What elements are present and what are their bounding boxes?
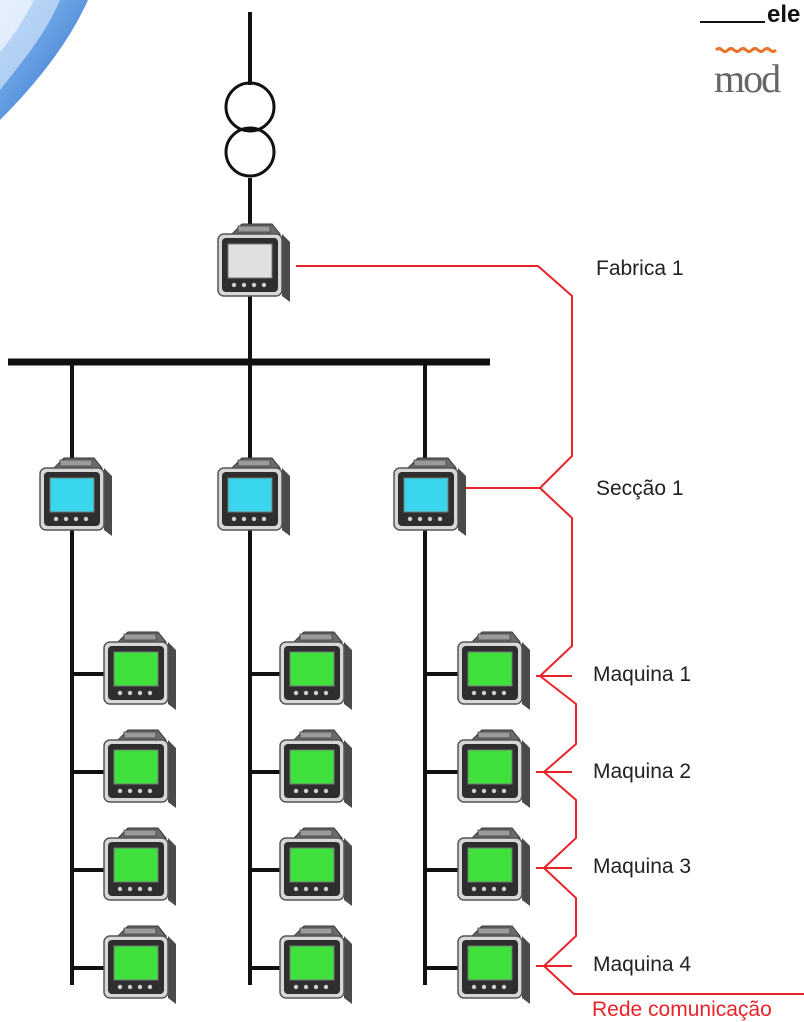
label-rede-comunicacao: Rede comunicação	[592, 998, 772, 1021]
company-logo: ele mod	[700, 1, 800, 101]
logo-swoosh-icon	[0, 0, 88, 120]
label-maquina-2: Maquina 2	[593, 760, 691, 783]
machine-meter-icon-3-4	[457, 925, 530, 1004]
machine-meter-icon-3-1	[457, 631, 530, 710]
main-meter-icon	[217, 223, 290, 302]
meters-group	[39, 223, 530, 1004]
label-maquina-1: Maquina 1	[593, 663, 691, 686]
machine-meter-icon-2-3	[279, 827, 352, 906]
branch-lines	[72, 672, 460, 970]
machine-meter-icon-1-1	[103, 631, 176, 710]
power-lines	[8, 12, 490, 985]
network-labels: Fabrica 1 Secção 1 Maquina 1 Maquina 2 M…	[592, 257, 772, 1021]
label-maquina-4: Maquina 4	[593, 953, 691, 976]
label-fabrica: Fabrica 1	[596, 257, 684, 280]
transformer-icon	[224, 81, 276, 178]
section-meter-icon-3	[393, 457, 466, 536]
machine-meter-icon-3-2	[457, 729, 530, 808]
section-meter-icon-2	[217, 457, 290, 536]
machine-meter-icon-2-1	[279, 631, 352, 710]
section-meter-icon-1	[39, 457, 112, 536]
machine-meter-icon-1-4	[103, 925, 176, 1004]
machine-meter-icon-3-3	[457, 827, 530, 906]
label-maquina-3: Maquina 3	[593, 855, 691, 878]
machine-meter-icon-1-3	[103, 827, 176, 906]
logo-subtext: mod	[714, 56, 781, 101]
communication-network-lines	[296, 265, 804, 995]
machine-meter-icon-2-2	[279, 729, 352, 808]
logo-text: ele	[767, 1, 800, 28]
machine-meter-icon-2-4	[279, 925, 352, 1004]
label-seccao: Secção 1	[596, 477, 684, 500]
machine-meter-icon-1-2	[103, 729, 176, 808]
